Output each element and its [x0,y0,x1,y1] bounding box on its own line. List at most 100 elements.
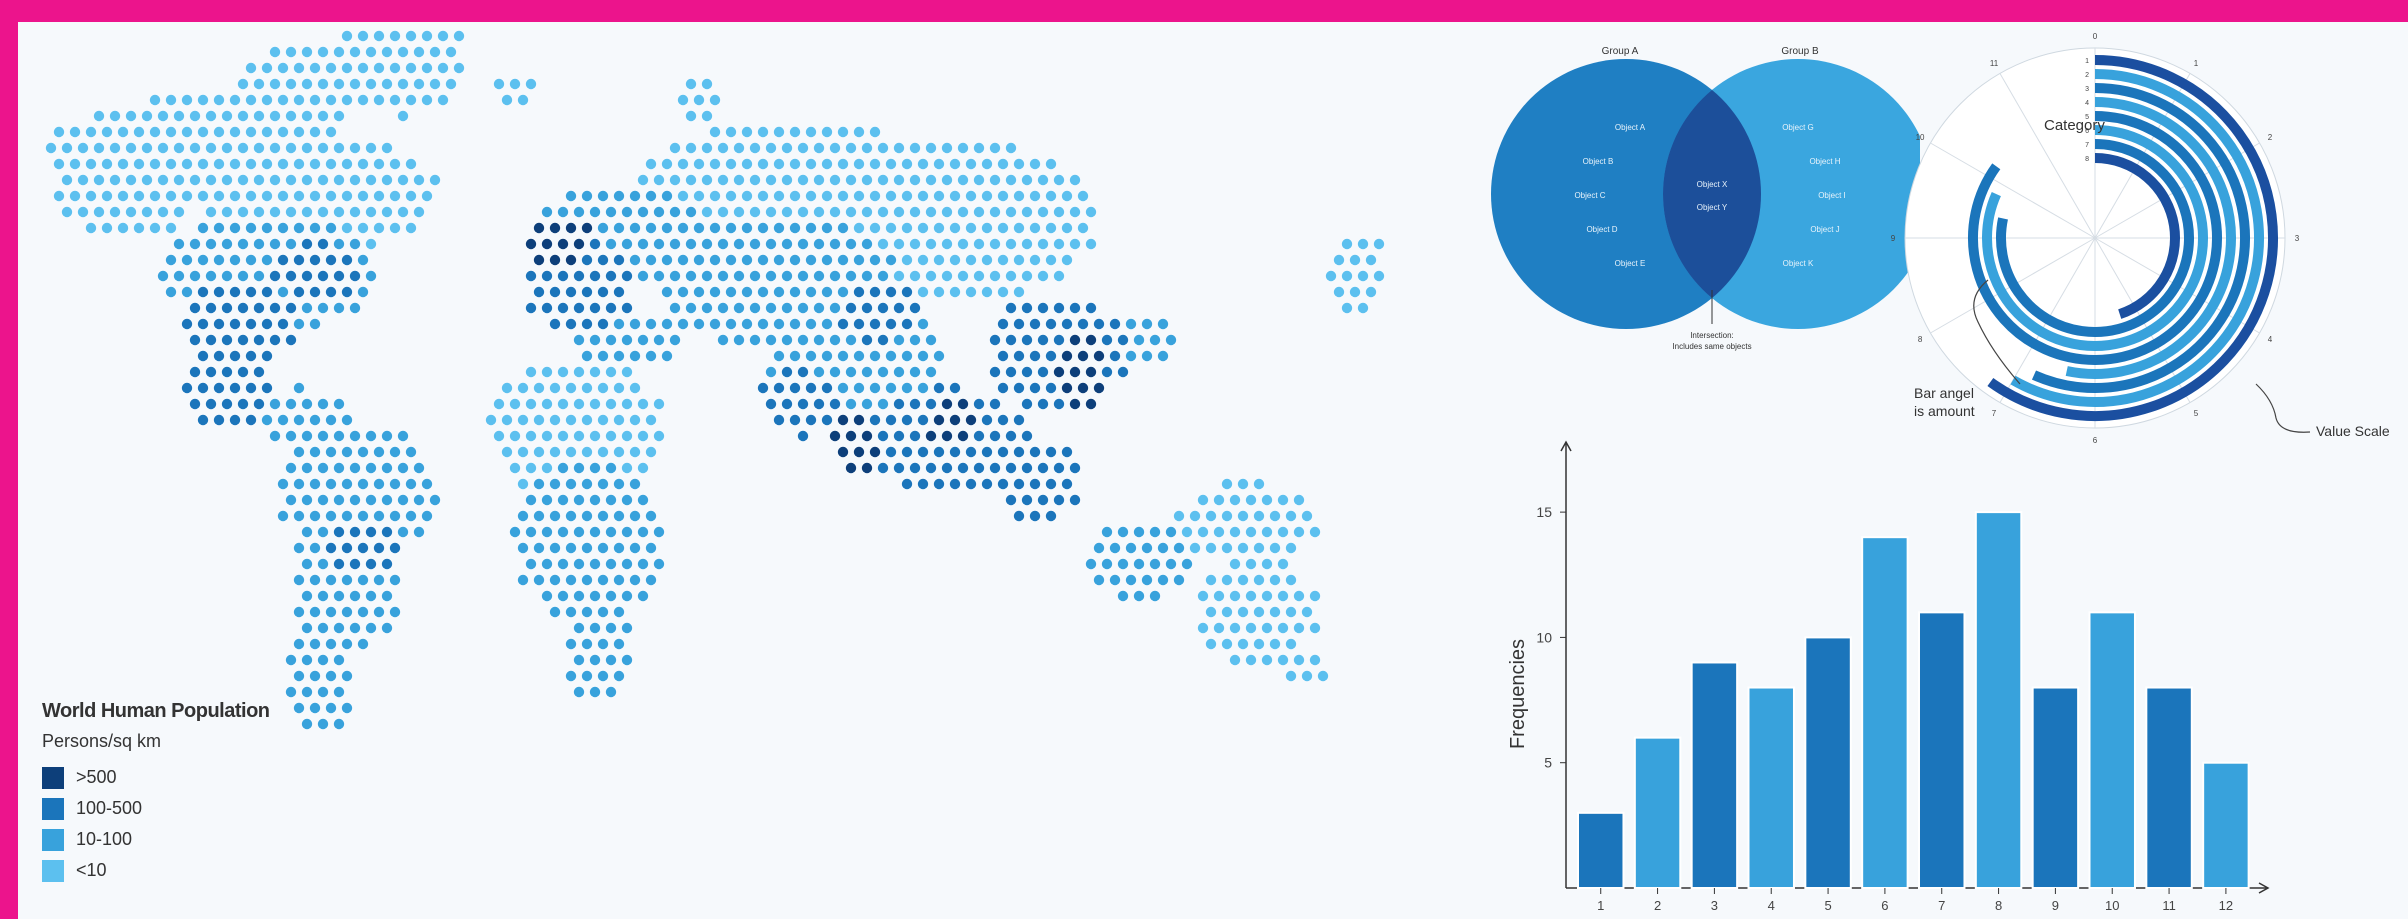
map-legend: World Human Population Persons/sq km >50… [42,700,270,886]
map-dot [645,318,657,330]
map-dot [573,366,585,378]
map-dot [613,606,625,618]
map-dot [765,270,777,282]
map-dot [941,430,953,442]
map-dot [613,318,625,330]
map-dot [373,574,385,586]
map-dot [277,222,289,234]
map-dot [637,270,649,282]
map-dot [389,574,401,586]
map-dot [589,334,601,346]
map-dot [309,126,321,138]
map-dot [1165,526,1177,538]
map-dot [749,142,761,154]
map-dot [869,190,881,202]
map-dot [1357,302,1369,314]
map-dot [661,190,673,202]
map-dot [333,78,345,90]
map-dot [397,46,409,58]
map-dot [765,334,777,346]
map-dot [181,158,193,170]
map-dot [253,78,265,90]
map-dot [685,110,697,122]
map-dot [933,222,945,234]
map-dot [589,558,601,570]
venn-item-ab: Object X [1697,180,1728,189]
map-dot [1005,494,1017,506]
map-dot [285,78,297,90]
map-dot [709,126,721,138]
map-dot [597,670,609,682]
map-dot [581,510,593,522]
map-dot [757,254,769,266]
map-dot [1077,190,1089,202]
map-dot [829,270,841,282]
map-dot [221,142,233,154]
map-dot [1157,350,1169,362]
map-dot [333,302,345,314]
map-dot [141,174,153,186]
map-dot [221,238,233,250]
map-dot [885,254,897,266]
map-dot [845,142,857,154]
map-dot [533,414,545,426]
map-dot [789,222,801,234]
map-dot [269,430,281,442]
map-dot [893,174,905,186]
map-dot [1253,638,1265,650]
map-dot [269,46,281,58]
map-dot [341,702,353,714]
map-dot [781,398,793,410]
map-dot [525,302,537,314]
map-dot [269,78,281,90]
map-dot [861,462,873,474]
map-dot [293,702,305,714]
map-dot [341,606,353,618]
map-dot [805,158,817,170]
bar-x-tick-label: 2 [1654,898,1661,913]
map-dot [1069,238,1081,250]
map-dot [1045,382,1057,394]
map-dot [213,414,225,426]
map-dot [845,334,857,346]
map-dot [349,462,361,474]
map-dot [605,558,617,570]
map-dot [637,174,649,186]
map-dot [837,254,849,266]
map-dot [965,414,977,426]
map-dot [389,478,401,490]
map-dot [597,286,609,298]
map-dot [637,238,649,250]
map-dot [893,366,905,378]
map-dot [861,142,873,154]
map-dot [77,142,89,154]
map-dot [509,430,521,442]
map-dot [973,142,985,154]
map-dot [373,478,385,490]
map-dot [877,334,889,346]
radial-category-tick: 4 [2085,100,2089,107]
map-dot [853,126,865,138]
map-dot [565,542,577,554]
map-dot [269,270,281,282]
map-dot [517,382,529,394]
map-dot [341,158,353,170]
map-dot [349,622,361,634]
map-dot [605,398,617,410]
map-dot [197,286,209,298]
map-dot [341,510,353,522]
map-dot [845,430,857,442]
map-dot [589,590,601,602]
map-dot [253,110,265,122]
map-dot [181,382,193,394]
map-dot [1333,254,1345,266]
dot-world-map [45,30,1385,730]
map-dot [669,238,681,250]
map-dot [701,142,713,154]
map-dot [301,174,313,186]
map-dot [1053,398,1065,410]
map-dot [645,542,657,554]
map-dot [893,206,905,218]
map-dot [1013,190,1025,202]
map-dot [301,558,313,570]
